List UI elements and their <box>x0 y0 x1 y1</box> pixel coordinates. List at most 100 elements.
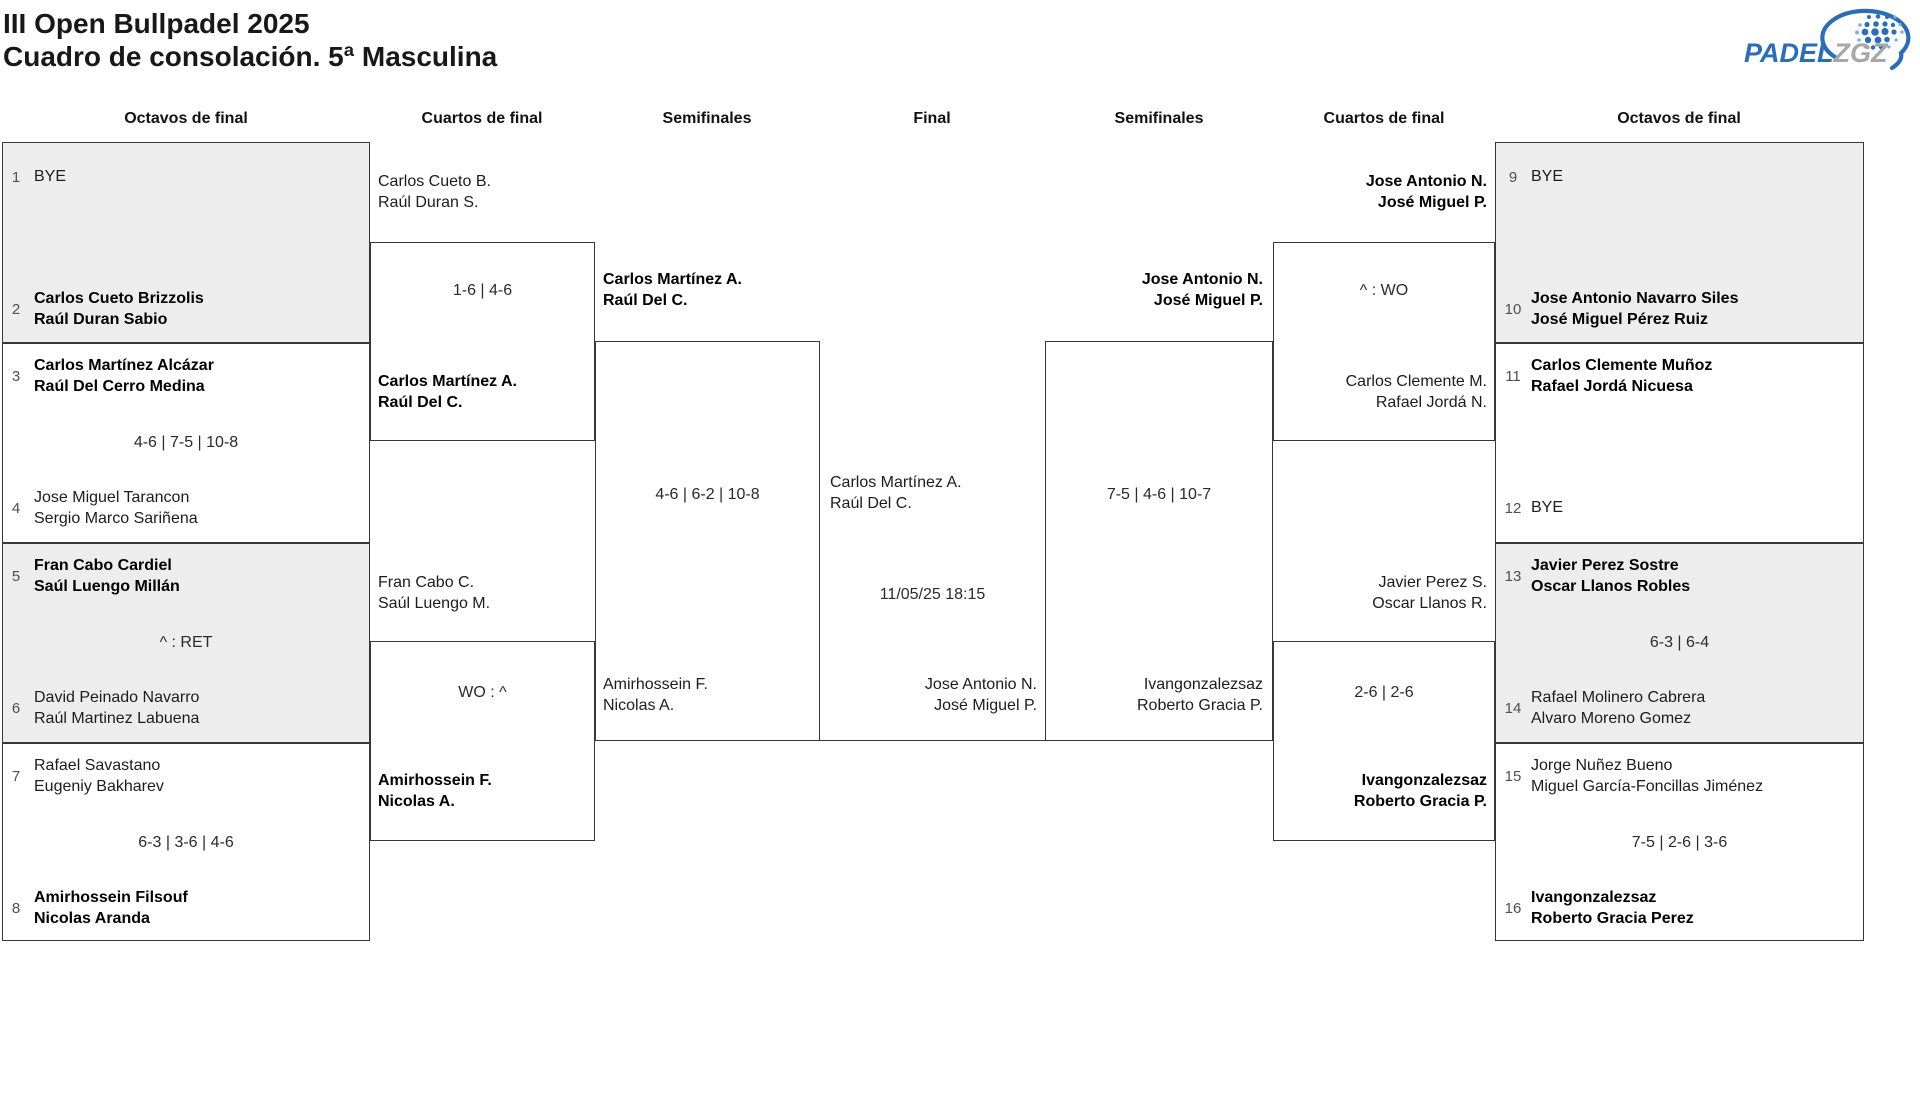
logo-text-zgz: ZGZ <box>1833 38 1888 68</box>
team-name: Javier Perez Sostre <box>1531 557 1679 574</box>
match-divider <box>1496 542 1863 544</box>
seed-number: 6 <box>11 700 21 717</box>
team-name: Rafael Jordá N. <box>1375 393 1487 411</box>
match-shading <box>3 542 369 742</box>
team-name: Saúl Luengo M. <box>378 594 491 612</box>
seed-number: 13 <box>1504 568 1522 585</box>
team-name: Carlos Clemente M. <box>1345 373 1487 390</box>
team-label-sf-left-top: Carlos Martínez A. Raúl Del C. <box>603 270 742 311</box>
team-label-qf-right1-top: Jose Antonio N. José Miguel P. <box>1366 172 1487 213</box>
match-score: WO : ^ <box>458 684 507 701</box>
quarterfinal-box-left-1 <box>370 242 595 441</box>
team-name: Miguel García-Foncillas Jiménez <box>1531 777 1764 795</box>
team-name: Carlos Martínez A. <box>603 271 742 288</box>
team-label-sf-left-bottom: Amirhossein F. Nicolas A. <box>603 675 708 716</box>
team-name: Nicolas Aranda <box>34 909 150 927</box>
match-divider <box>1496 742 1863 744</box>
round-header-cuartos-left: Cuartos de final <box>421 110 543 127</box>
team-name: Sergio Marco Sariñena <box>34 509 198 527</box>
match-score: 7-5 | 4-6 | 10-7 <box>1106 486 1212 503</box>
round-header-octavos-right: Octavos de final <box>1617 110 1741 127</box>
quarterfinal-box-right-2 <box>1273 641 1495 841</box>
match-divider <box>3 742 369 744</box>
team-name: BYE <box>1531 168 1564 186</box>
match-score: 2-6 | 2-6 <box>1354 684 1414 701</box>
match-shading <box>3 143 369 342</box>
team-name: José Miguel P. <box>934 696 1037 714</box>
team-label-qf-left2-bottom: Amirhossein F. Nicolas A. <box>378 771 492 812</box>
team-name: Carlos Martínez Alcázar <box>34 357 214 374</box>
team-name: Raúl Duran Sabio <box>34 310 168 328</box>
match-score: ^ : RET <box>159 634 213 651</box>
team-name: Raúl Del C. <box>830 494 912 512</box>
team-label-qf-right2-top: Javier Perez S. Oscar Llanos R. <box>1372 573 1487 614</box>
team-name: Javier Perez S. <box>1378 574 1487 591</box>
team-name: José Miguel Pérez Ruiz <box>1531 310 1708 328</box>
team-name: Oscar Llanos Robles <box>1531 577 1691 595</box>
match-datetime: 11/05/25 18:15 <box>879 586 986 603</box>
seed-number: 12 <box>1504 500 1522 517</box>
team-name: Carlos Cueto Brizzolis <box>34 290 204 307</box>
semifinal-box-right <box>1045 341 1273 741</box>
seed-number: 4 <box>11 500 21 517</box>
team-name: Alvaro Moreno Gomez <box>1531 709 1692 727</box>
octavos-right-box <box>1495 142 1864 941</box>
team-label-final-top: Carlos Martínez A. Raúl Del C. <box>830 473 962 514</box>
match-divider <box>3 342 369 344</box>
team-name: José Miguel P. <box>1377 193 1487 211</box>
team-name: Rafael Molinero Cabrera <box>1531 689 1706 706</box>
team-name: Amirhossein Filsouf <box>34 889 188 906</box>
seed-number: 5 <box>11 568 21 585</box>
team-name: Jose Antonio Navarro Siles <box>1531 290 1739 307</box>
team-name: Fran Cabo Cardiel <box>34 557 172 574</box>
octavos-left-box <box>2 142 370 941</box>
page-title: III Open Bullpadel 2025 <box>3 8 310 39</box>
padelzgz-logo[interactable]: PADELZGZ <box>1740 0 1920 70</box>
logo-wordmark: PADELZGZ <box>1744 38 1888 69</box>
seed-number: 16 <box>1504 900 1522 917</box>
seed-number: 11 <box>1505 368 1521 385</box>
team-name: Jose Antonio N. <box>1365 173 1487 190</box>
team-label-qf-left1-top: Carlos Cueto B. Raúl Duran S. <box>378 172 491 213</box>
team-name: Raúl Del C. <box>378 393 463 411</box>
team-label-qf-left2-top: Fran Cabo C. Saúl Luengo M. <box>378 573 490 614</box>
seed-number: 8 <box>11 900 21 917</box>
padel-racket-icon <box>1820 8 1911 70</box>
team-name: Jose Miguel Tarancon <box>34 489 190 506</box>
team-name: Carlos Martínez A. <box>378 373 517 390</box>
bracket-entry-12: 12 BYE <box>1501 488 1861 529</box>
seed-number: 14 <box>1504 700 1522 717</box>
team-label-qf-left1-bottom: Carlos Martínez A. Raúl Del C. <box>378 372 517 413</box>
team-name: Roberto Gracia P. <box>1353 792 1487 810</box>
logo-text-padel: PADEL <box>1744 38 1834 68</box>
team-name: Roberto Gracia Perez <box>1531 909 1694 927</box>
team-label-sf-right-bottom: Ivangonzalezsaz Roberto Gracia P. <box>1137 675 1263 716</box>
team-name: Eugeniy Bakharev <box>34 777 164 795</box>
team-name: Amirhossein F. <box>603 676 708 693</box>
team-name: Oscar Llanos R. <box>1372 594 1487 612</box>
match-score: ^ : WO <box>1359 282 1409 299</box>
bracket-entry-1: 1 BYE <box>4 157 362 198</box>
team-name: Jose Antonio N. <box>1141 271 1263 288</box>
match-divider <box>1496 342 1863 344</box>
team-name: Saúl Luengo Millán <box>34 577 180 595</box>
team-name: Jorge Nuñez Bueno <box>1531 757 1673 774</box>
team-name: Roberto Gracia P. <box>1137 696 1263 714</box>
team-label-final-bottom: Jose Antonio N. José Miguel P. <box>925 675 1037 716</box>
team-name: Rafael Jordá Nicuesa <box>1531 377 1693 395</box>
team-label-sf-right-top: Jose Antonio N. José Miguel P. <box>1142 270 1263 311</box>
team-name: Carlos Clemente Muñoz <box>1531 357 1713 374</box>
round-header-semis-right: Semifinales <box>1114 110 1204 127</box>
seed-number: 7 <box>11 768 21 785</box>
match-score: 4-6 | 6-2 | 10-8 <box>655 486 760 503</box>
seed-number: 15 <box>1504 768 1522 785</box>
